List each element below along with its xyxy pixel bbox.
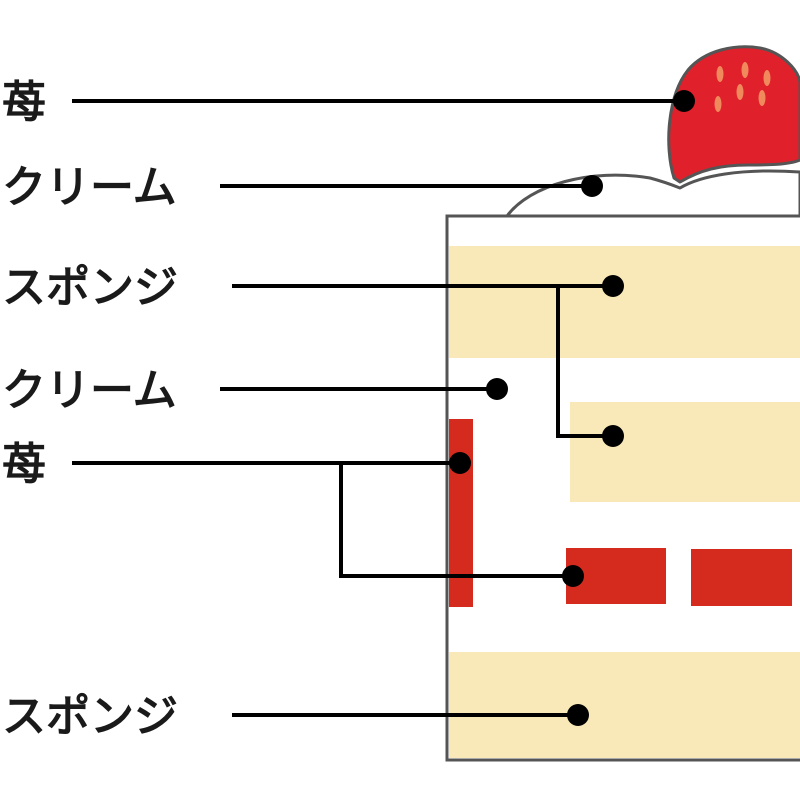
label-sponge-upper: スポンジ [2, 262, 178, 313]
dot-cream-top [581, 175, 603, 197]
strawberry-slice-side [449, 419, 473, 607]
top-cream-dome [505, 169, 800, 218]
dot-strawberry-middle-1 [449, 452, 471, 474]
upper-sponge-layer [449, 246, 800, 358]
dot-strawberry-middle-2 [562, 565, 584, 587]
dot-strawberry-top [673, 90, 695, 112]
labels: 苺 クリーム スポンジ クリーム 苺 スポンジ [2, 77, 178, 742]
cake-illustration [445, 45, 800, 762]
label-sponge-bottom: スポンジ [2, 691, 178, 742]
dot-cream-middle [486, 378, 508, 400]
leader-lines [72, 90, 695, 726]
leader-sponge-upper-branch [556, 286, 613, 438]
dot-sponge-upper-1 [602, 275, 624, 297]
bottom-sponge-layer [449, 652, 800, 758]
label-cream-middle: クリーム [2, 365, 177, 416]
label-strawberry-top: 苺 [2, 77, 46, 128]
top-strawberry [667, 45, 800, 184]
top-strawberry-body [667, 45, 800, 184]
middle-sponge-piece [570, 402, 800, 502]
dot-sponge-upper-2 [602, 425, 624, 447]
label-strawberry-middle: 苺 [2, 439, 46, 490]
strawberry-slice-2 [691, 549, 792, 606]
label-cream-top: クリーム [2, 162, 177, 213]
leader-strawberry-middle-branch [339, 463, 573, 578]
dot-sponge-bottom [567, 704, 589, 726]
strawberry-seeds [714, 62, 771, 112]
